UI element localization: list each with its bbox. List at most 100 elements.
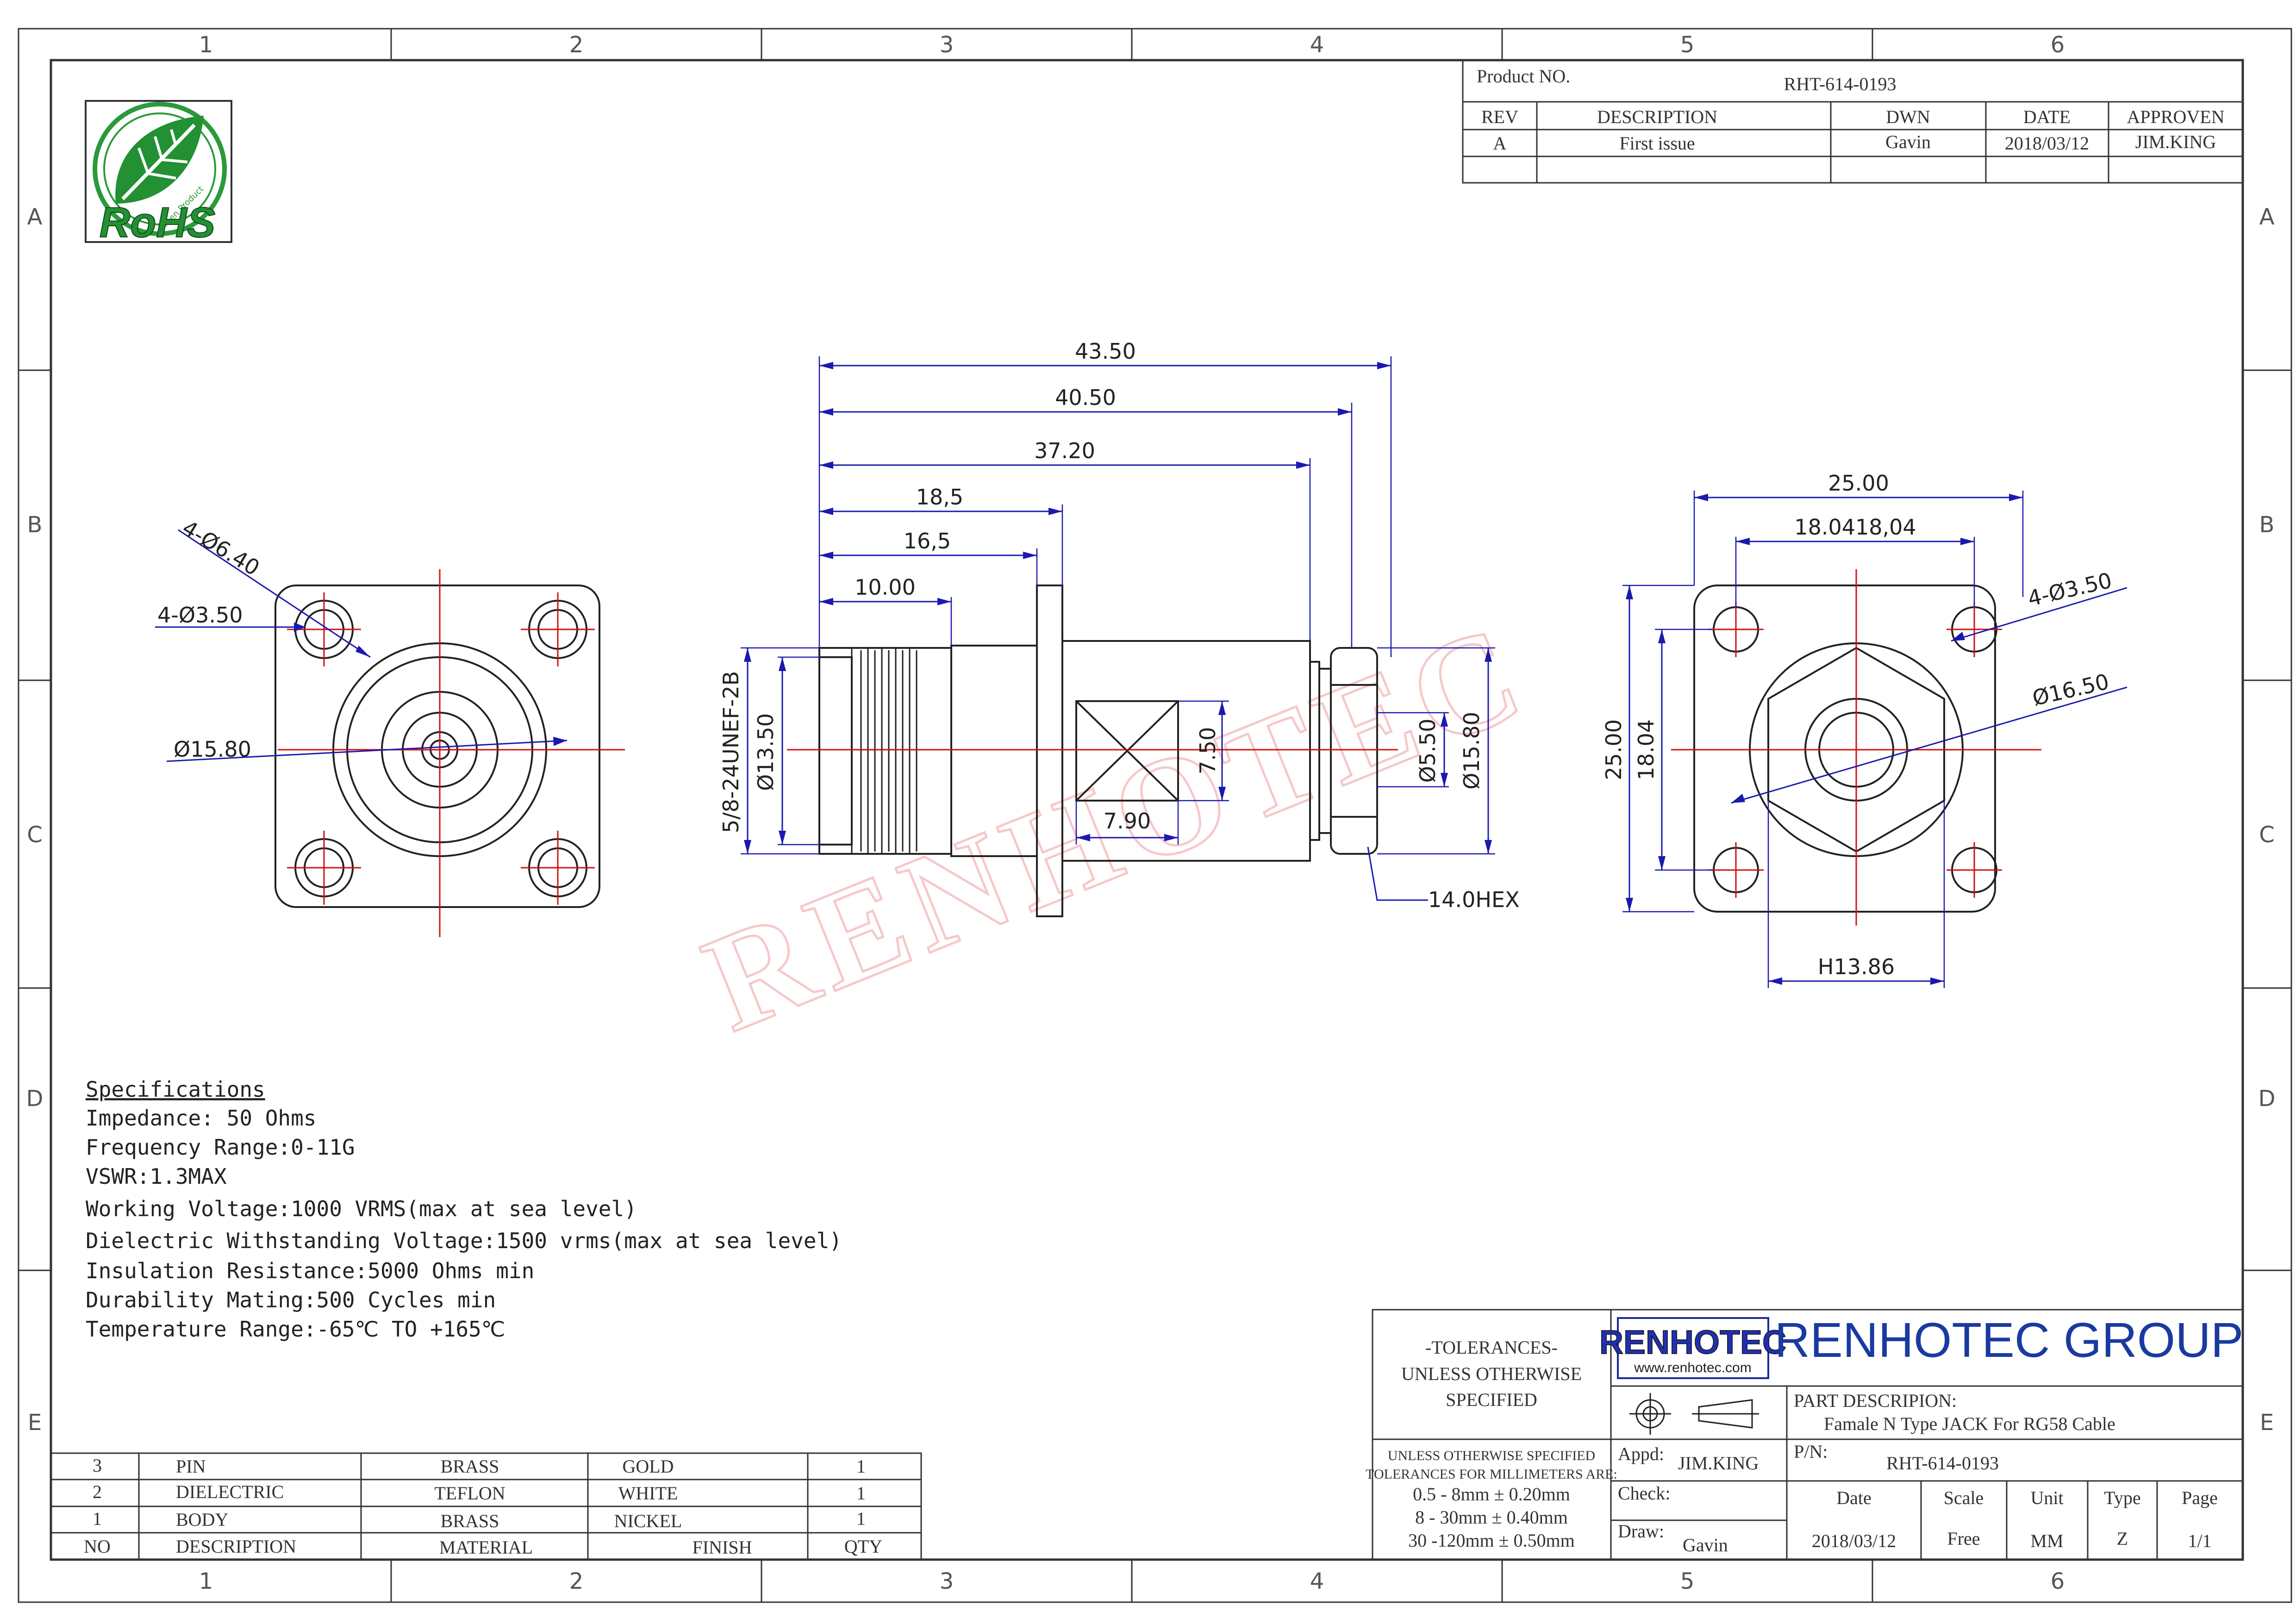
rev-header: DWN [1886,106,1930,127]
bom-cell: GOLD [622,1456,674,1477]
tolerances-line: UNLESS OTHERWISE [1401,1363,1582,1384]
grid-col-label: 1 [199,1568,213,1594]
dim-dia-550: Ø5.50 [1415,719,1440,783]
dim-rear-hex: H13.86 [1818,954,1895,979]
dim-front-dia: Ø15.80 [174,737,251,762]
grid-row-label: E [28,1410,42,1436]
bom-cell: 1 [856,1483,866,1504]
info-value: 2018/03/12 [1812,1530,1896,1551]
sheet-frame [18,28,2292,1603]
dim-length-165: 16,5 [904,529,951,553]
bom-cell: BODY [176,1509,228,1530]
specifications-title: Specifications [86,1077,265,1102]
tolerance-row: 0.5 - 8mm ± 0.20mm [1413,1484,1570,1505]
dim-length-4350: 43.50 [1075,339,1136,364]
dim-thread: 5/8-24UNEF-2B [718,671,743,833]
projection-symbol-icon [1629,1393,1759,1435]
spec-line: Working Voltage:1000 VRMS(max at sea lev… [86,1196,637,1221]
grid-col-label: 5 [1680,32,1695,58]
bom-cell: 1 [93,1508,102,1529]
rev-cell: A [1493,133,1507,154]
grid-row-label: D [26,1086,44,1112]
part-description-label: PART DESCRIPION: [1794,1390,1957,1411]
bom-header: QTY [844,1536,882,1557]
rev-cell: Gavin [1885,131,1931,152]
specifications: Specifications Impedance: 50 Ohms Freque… [86,1077,842,1342]
rohs-logo: Green Product RoHS [85,100,232,247]
grid-col-label: 4 [1310,32,1324,58]
spec-line: Insulation Resistance:5000 Ohms min [86,1258,534,1283]
bom-cell: PIN [176,1456,206,1477]
rev-cell: JIM.KING [2135,131,2216,152]
logo-text: RENHOTEC [1599,1324,1786,1361]
info-value: 1/1 [2188,1530,2211,1551]
spec-line: Temperature Range:-65℃ TO +165℃ [86,1317,505,1342]
info-header: Page [2182,1487,2218,1508]
company-name: RENHOTEC GROUP [1775,1313,2244,1368]
rev-cell: 2018/03/12 [2005,133,2089,154]
product-no-value: RHT-614-0193 [1784,74,1897,94]
dim-length-4050: 40.50 [1055,385,1116,410]
tolerances-small: UNLESS OTHERWISE SPECIFIED [1388,1448,1595,1463]
dim-dia-1350: Ø13.50 [753,713,778,791]
info-value: Z [2117,1528,2128,1549]
grid-row-label: B [2259,512,2275,538]
draw-value: Gavin [1683,1535,1728,1555]
grid-col-label: 3 [940,32,954,58]
bom-header: NO [84,1536,111,1557]
dim-length-3720: 37.20 [1034,438,1095,463]
rev-cell: First issue [1619,133,1695,154]
check-label: Check: [1618,1483,1670,1504]
info-header: Date [1836,1487,1872,1508]
dim-height-2500: 25.00 [1601,719,1626,780]
grid-row-label: A [27,204,43,230]
tolerance-row: 8 - 30mm ± 0.40mm [1415,1507,1568,1528]
pn-value: RHT-614-0193 [1886,1453,1999,1474]
pn-label: P/N: [1794,1441,1828,1462]
grid-row-labels: A B C D E A B C D E [26,204,2276,1436]
bom-header: DESCRIPTION [176,1536,296,1557]
side-view: 43.50 40.50 37.20 18,5 16,5 10.00 5/8-24… [718,339,1520,917]
grid-col-label: 2 [569,32,584,58]
grid-row-label: E [2260,1410,2274,1436]
grid-row-label: B [27,512,43,538]
grid-col-label: 3 [940,1568,954,1594]
title-block: -TOLERANCES- UNLESS OTHERWISE SPECIFIED … [1366,1309,2244,1561]
bom-cell: 1 [856,1508,866,1529]
bom-cell: DIELECTRIC [176,1481,284,1502]
grid-col-label: 5 [1680,1568,1695,1594]
tolerances-small: TOLERANCES FOR MILLIMETERS ARE: [1366,1467,1617,1482]
tolerance-row: 30 -120mm ± 0.50mm [1408,1530,1575,1551]
info-value: MM [2030,1530,2063,1551]
info-header: Scale [1944,1487,1984,1508]
dim-length-185: 18,5 [916,485,963,510]
info-value: Free [1947,1528,1980,1549]
info-header: Type [2104,1487,2140,1508]
dim-flat-790: 7.90 [1104,808,1151,833]
spec-line: Impedance: 50 Ohms [86,1106,317,1131]
bom-header: FINISH [693,1537,752,1558]
rev-header: DATE [2023,106,2071,127]
bom-table: 3 PIN BRASS GOLD 1 2 DIELECTRIC TEFLON W… [50,1452,922,1561]
grid-col-label: 4 [1310,1568,1324,1594]
bom-cell: TEFLON [434,1483,505,1504]
grid-col-label: 6 [2051,32,2065,58]
bom-cell: NICKEL [614,1511,682,1531]
dim-hex: 14.0HEX [1428,887,1520,912]
renhotec-logo: RENHOTEC www.renhotec.com [1599,1317,1787,1379]
grid-col-label: 1 [199,32,213,58]
product-no-label: Product NO. [1477,66,1570,87]
bom-cell: BRASS [441,1511,499,1531]
spec-line: Frequency Range:0-11G [86,1135,355,1160]
rev-header: REV [1481,106,1518,127]
rev-header: DESCRIPTION [1597,106,1717,127]
dim-holes-inner: 4-Ø3.50 [157,603,243,628]
bom-cell: 3 [93,1455,102,1476]
revision-block: Product NO. RHT-614-0193 REV DESCRIPTION… [1462,59,2244,184]
dim-width-1804: 18.0418,04 [1794,515,1916,540]
dim-width-2500: 25.00 [1828,471,1889,496]
dim-height-1804: 18.04 [1634,719,1659,780]
bom-cell: 1 [856,1456,866,1477]
appd-label: Appd: [1618,1443,1664,1464]
dim-flat-750: 7.50 [1195,727,1220,774]
